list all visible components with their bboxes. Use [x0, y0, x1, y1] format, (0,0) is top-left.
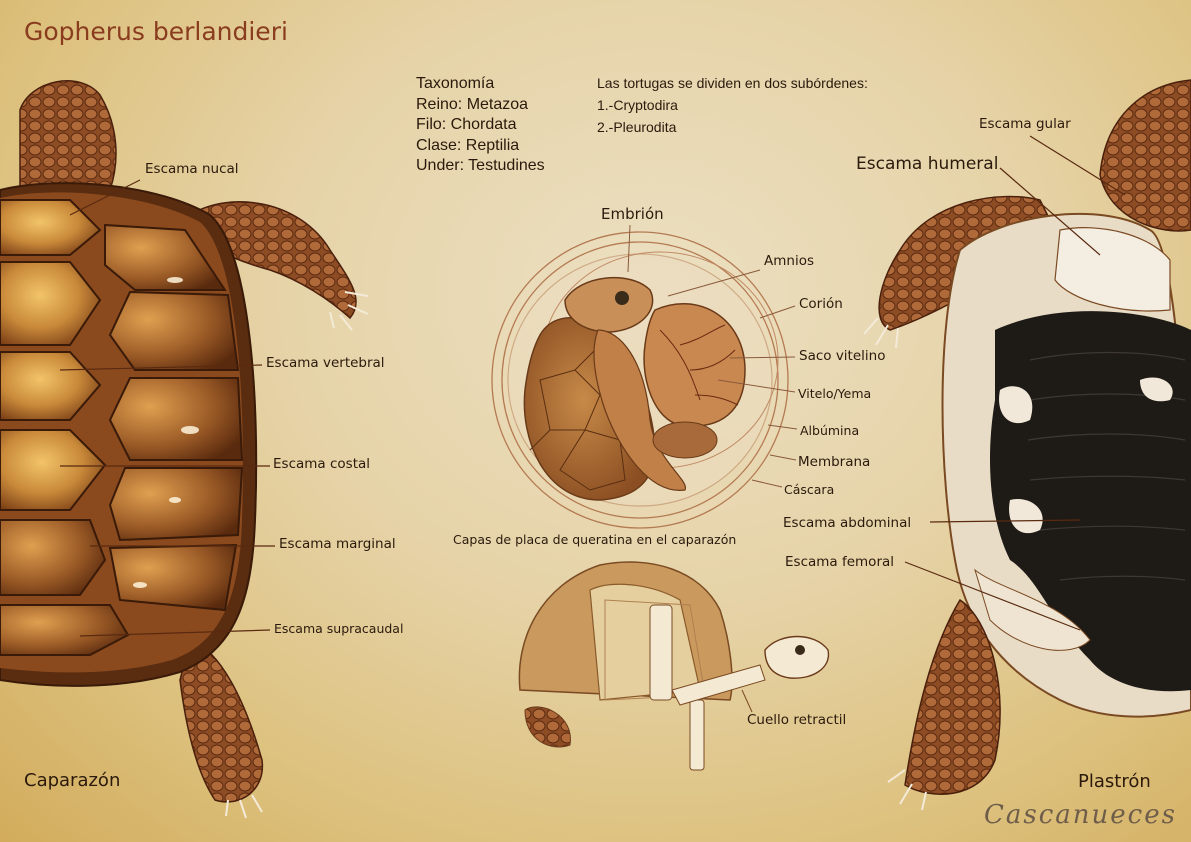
- vertebral-scutes: [0, 199, 130, 656]
- taxonomy-class: Clase: Reptilia: [416, 136, 520, 154]
- costal-scutes: [104, 223, 244, 612]
- label-vitelo-yema: Vitelo/Yema: [798, 386, 872, 401]
- label-escama-costal: Escama costal: [273, 456, 371, 472]
- plastron-illustration: [863, 79, 1191, 811]
- plastron-hind-leg: [904, 598, 1001, 795]
- label-cascara: Cáscara: [784, 482, 835, 497]
- artist-signature: Cascanueces: [984, 800, 1177, 830]
- taxonomy-phylum: Filo: Chordata: [416, 116, 517, 133]
- label-cuello-retractil: Cuello retractil: [747, 712, 847, 728]
- caption-caparazon: Caparazón: [24, 770, 121, 791]
- caption-plastron: Plastrón: [1078, 771, 1151, 792]
- species-title: Gopherus berlandieri: [24, 17, 288, 46]
- label-escama-femoral: Escama femoral: [785, 554, 895, 570]
- plastron-leader-lines: [904, 135, 1126, 631]
- caption-capas-queratina: Capas de placa de queratina en el capara…: [453, 532, 737, 547]
- label-escama-supracaudal: Escama supracaudal: [274, 621, 404, 636]
- taxonomy-kingdom: Reino: Metazoa: [416, 95, 529, 113]
- carapace-hind-leg: [179, 639, 264, 803]
- suborders-heading: Las tortugas se dividen en dos subórdene…: [597, 75, 868, 91]
- carapace-illustration: [0, 80, 369, 819]
- label-escama-abdominal: Escama abdominal: [783, 515, 912, 531]
- carapace-leader-lines: [59, 179, 275, 637]
- label-amnios: Amnios: [764, 253, 814, 269]
- plastron-dark-region: [990, 311, 1191, 692]
- suborder-pleurodita: 2.-Pleurodita: [597, 119, 677, 135]
- label-saco-vitelino: Saco vitelino: [799, 348, 886, 364]
- egg-leader-lines: [627, 224, 798, 488]
- label-corion: Corión: [799, 296, 843, 312]
- egg-embryo-illustration: [491, 224, 798, 529]
- shell-section-illustration: [518, 561, 830, 771]
- carapace-head: [19, 80, 117, 191]
- front-claws: [329, 291, 369, 331]
- label-albumina: Albúmina: [800, 423, 860, 438]
- label-escama-vertebral: Escama vertebral: [266, 355, 385, 371]
- taxonomy-block: Taxonomía Reino: Metazoa Filo: Chordata …: [416, 74, 545, 177]
- taxonomy-heading: Taxonomía: [416, 75, 495, 92]
- label-escama-marginal: Escama marginal: [279, 536, 396, 552]
- label-escama-nucal: Escama nucal: [145, 161, 239, 177]
- suborder-cryptodira: 1.-Cryptodira: [597, 97, 678, 113]
- label-escama-gular: Escama gular: [979, 116, 1071, 132]
- label-escama-humeral: Escama humeral: [856, 154, 999, 174]
- label-embrion: Embrión: [601, 205, 664, 223]
- plastron-head: [1099, 79, 1191, 232]
- suborders-block: Las tortugas se dividen en dos subórdene…: [597, 72, 868, 138]
- taxonomy-order: Under: Testudines: [416, 157, 545, 174]
- carapace-front-leg: [189, 201, 357, 320]
- label-membrana: Membrana: [798, 454, 871, 470]
